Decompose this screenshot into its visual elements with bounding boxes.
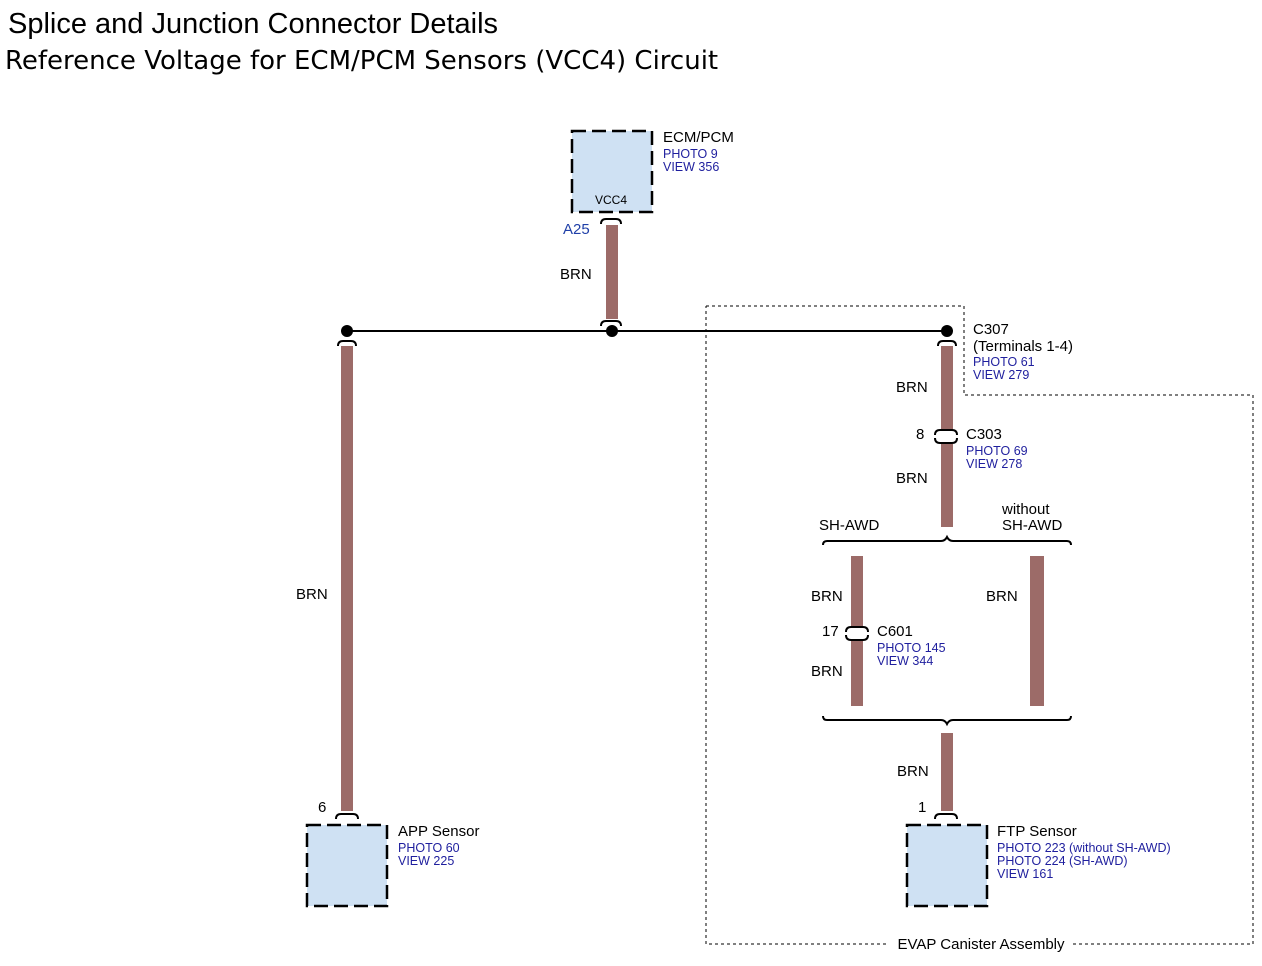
c303-view-link[interactable]: VIEW 278 bbox=[966, 457, 1022, 471]
shawd-upper-wire-color: BRN bbox=[811, 588, 843, 605]
ftp-sensor-name: FTP Sensor bbox=[997, 823, 1077, 840]
ecm-wire-color: BRN bbox=[560, 266, 592, 283]
app-pin-bracket bbox=[335, 813, 359, 820]
c303-top-bracket bbox=[934, 429, 958, 436]
option-brace-bottom bbox=[822, 715, 1072, 727]
ecm-terminal-label: VCC4 bbox=[595, 193, 627, 207]
app-sensor-box[interactable] bbox=[305, 823, 389, 908]
ftp-photo2-link[interactable]: PHOTO 224 (SH-AWD) bbox=[997, 854, 1128, 868]
ecm-view-link[interactable]: VIEW 356 bbox=[663, 160, 719, 174]
ftp-sensor-box[interactable] bbox=[905, 823, 989, 908]
ftp-pin-label: 1 bbox=[918, 799, 926, 816]
c303-bottom-bracket bbox=[934, 437, 958, 444]
shawd-wire-upper bbox=[851, 556, 863, 627]
non-shawd-wire bbox=[1030, 556, 1044, 706]
option-shawd-label: SH-AWD bbox=[819, 517, 879, 534]
ftp-wire-color: BRN bbox=[897, 763, 929, 780]
c601-name: C601 bbox=[877, 623, 913, 640]
splice-node-left bbox=[341, 325, 353, 337]
splice-bracket bbox=[600, 320, 622, 327]
app-sensor-name: APP Sensor bbox=[398, 823, 479, 840]
shawd-wire-lower bbox=[851, 641, 863, 706]
option-without-label-line2: SH-AWD bbox=[1002, 517, 1062, 534]
shawd-lower-wire-color: BRN bbox=[811, 663, 843, 680]
page-subtitle: Reference Voltage for ECM/PCM Sensors (V… bbox=[5, 46, 719, 76]
app-pin-label: 6 bbox=[318, 799, 326, 816]
ecm-name: ECM/PCM bbox=[663, 129, 734, 146]
c307-name: C307 bbox=[973, 321, 1009, 338]
c307-photo-link[interactable]: PHOTO 61 bbox=[973, 355, 1035, 369]
c307-wire bbox=[941, 346, 953, 430]
ftp-photo1-link[interactable]: PHOTO 223 (without SH-AWD) bbox=[997, 841, 1171, 855]
page-title: Splice and Junction Connector Details bbox=[8, 8, 499, 40]
non-shawd-wire-color: BRN bbox=[986, 588, 1018, 605]
ecm-pcm-box[interactable] bbox=[570, 129, 654, 214]
c303-pin-label: 8 bbox=[916, 426, 924, 443]
ftp-view-link[interactable]: VIEW 161 bbox=[997, 867, 1053, 881]
c601-view-link[interactable]: VIEW 344 bbox=[877, 654, 933, 668]
option-brace-top bbox=[822, 534, 1072, 546]
c303-wire bbox=[941, 444, 953, 527]
c307-terminals: (Terminals 1-4) bbox=[973, 338, 1073, 355]
app-wire bbox=[341, 346, 353, 811]
c303-wire-color: BRN bbox=[896, 470, 928, 487]
ftp-pin-bracket bbox=[934, 813, 958, 820]
ecm-terminal-bracket bbox=[600, 218, 622, 225]
c307-view-link[interactable]: VIEW 279 bbox=[973, 368, 1029, 382]
splice-node-right bbox=[941, 325, 953, 337]
ecm-pin-label: A25 bbox=[563, 221, 590, 238]
c601-pin-label: 17 bbox=[822, 623, 839, 640]
option-without-label-line1: without bbox=[1001, 501, 1050, 518]
evap-assembly-label: EVAP Canister Assembly bbox=[897, 936, 1065, 953]
c601-photo-link[interactable]: PHOTO 145 bbox=[877, 641, 946, 655]
c307-bracket bbox=[937, 340, 957, 347]
app-wire-color: BRN bbox=[296, 586, 328, 603]
ftp-wire bbox=[941, 733, 953, 811]
evap-assembly-outline bbox=[705, 305, 1254, 945]
c307-wire-color: BRN bbox=[896, 379, 928, 396]
app-top-bracket bbox=[337, 340, 357, 347]
c601-bottom-bracket bbox=[845, 634, 869, 641]
c303-photo-link[interactable]: PHOTO 69 bbox=[966, 444, 1028, 458]
app-photo-link[interactable]: PHOTO 60 bbox=[398, 841, 460, 855]
ecm-photo-link[interactable]: PHOTO 9 bbox=[663, 147, 718, 161]
splice-node-center bbox=[606, 325, 618, 337]
app-view-link[interactable]: VIEW 225 bbox=[398, 854, 454, 868]
ecm-wire bbox=[606, 225, 618, 319]
c303-name: C303 bbox=[966, 426, 1002, 443]
c601-top-bracket bbox=[845, 626, 869, 633]
